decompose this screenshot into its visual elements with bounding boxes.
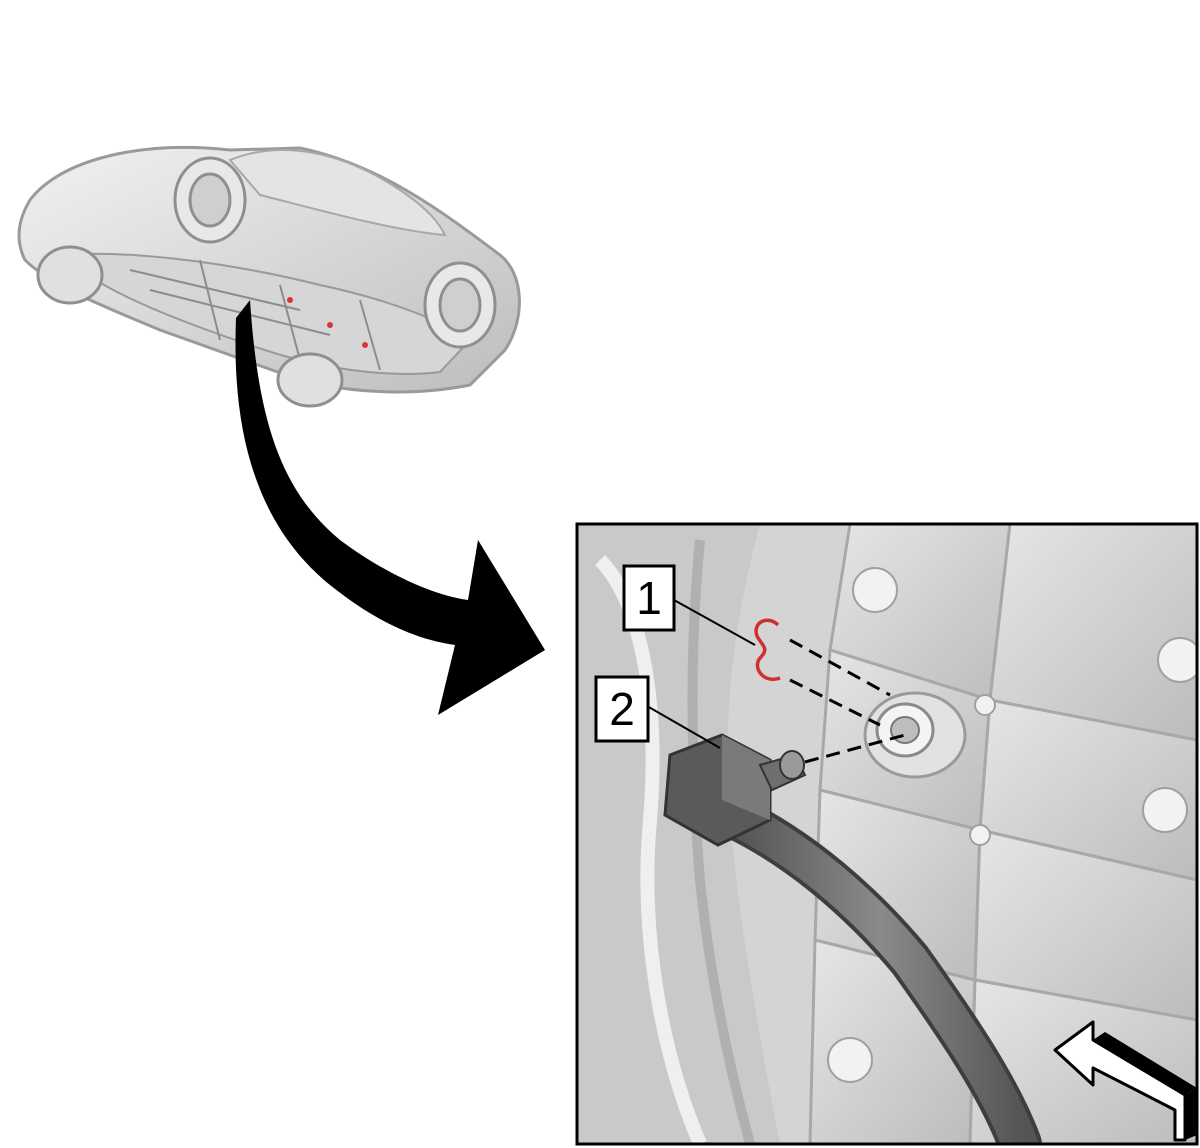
detail-inset-frame [575,522,1199,1146]
direction-arrow-icon [1053,1020,1197,1142]
sensor-bore [863,691,967,779]
callout-1: 1 [622,564,676,632]
sensor-connector-icon [663,733,807,847]
curved-pointer-arrow-icon [235,300,545,715]
retaining-clip-icon [754,618,781,682]
callout-2-label: 2 [609,683,635,735]
callout-1-label: 1 [636,572,662,624]
callout-2: 2 [594,675,650,743]
vehicle-underside-icon [17,146,521,408]
